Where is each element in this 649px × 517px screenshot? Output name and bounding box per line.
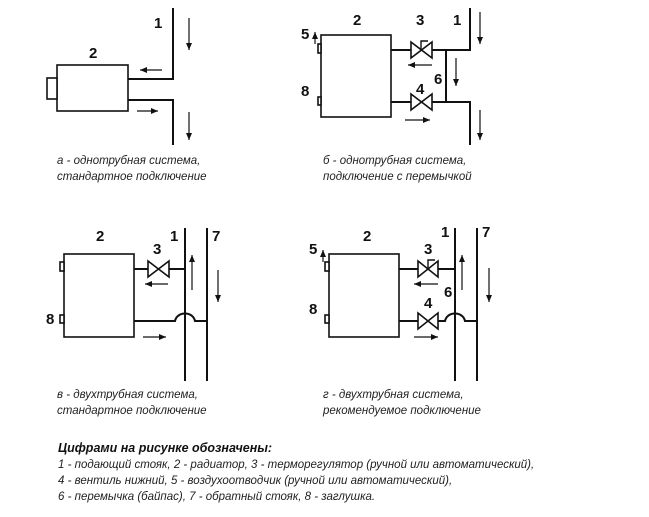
- legend-line: 1 - подающий стояк, 2 - радиатор, 3 - те…: [58, 459, 534, 471]
- label-2: 2: [353, 12, 361, 29]
- air-vent: [324, 261, 330, 272]
- label-5: 5: [309, 241, 317, 258]
- label-2: 2: [89, 45, 97, 62]
- diagram-b-single-pipe-bypass: 5 2 3 1 6 8 4 б - однотрубная система, п…: [301, 8, 483, 183]
- label-2: 2: [96, 228, 104, 245]
- return-branch: [134, 312, 207, 322]
- caption-line-1: г - двухтрубная система,: [323, 389, 464, 401]
- label-6: 6: [444, 284, 452, 301]
- label-5: 5: [301, 26, 309, 43]
- caption-line-1: а - однотрубная система,: [57, 155, 200, 167]
- legend: Цифрами на рисунке обозначены: 1 - подаю…: [58, 441, 534, 503]
- radiator-cap: [46, 77, 58, 100]
- label-4: 4: [424, 295, 433, 312]
- radiator-cap: [317, 96, 322, 106]
- radiator: [320, 34, 392, 118]
- caption-line-1: в - двухтрубная система,: [57, 389, 198, 401]
- shutoff-valve: [410, 92, 433, 112]
- radiator: [56, 64, 129, 112]
- thermostatic-valve: [147, 259, 170, 279]
- shutoff-valve: [417, 311, 439, 331]
- caption-line-2: стандартное подключение: [57, 171, 207, 183]
- label-1: 1: [441, 224, 449, 241]
- legend-line: 6 - перемычка (байпас), 7 - обратный сто…: [58, 491, 375, 503]
- return-pipe: [128, 99, 174, 145]
- air-vent: [317, 43, 322, 54]
- label-7: 7: [212, 228, 220, 245]
- label-3: 3: [153, 241, 161, 258]
- diagram-d-two-pipe-recommended: 2 3 1 7 5 8 6 4 г - двухтрубная система,…: [309, 224, 492, 417]
- radiator-cap: [324, 314, 330, 324]
- label-6: 6: [434, 71, 442, 88]
- label-1: 1: [154, 15, 162, 32]
- caption-line-1: б - однотрубная система,: [323, 155, 466, 167]
- label-1: 1: [170, 228, 178, 245]
- label-8: 8: [309, 301, 317, 318]
- label-8: 8: [46, 311, 54, 328]
- diagram-c-two-pipe-standard: 2 3 1 7 8 в - двухтрубная система, станд…: [46, 228, 221, 417]
- label-3: 3: [424, 241, 432, 258]
- radiator: [63, 253, 135, 338]
- return-branch: [399, 312, 477, 322]
- caption-line-2: подключение с перемычкой: [323, 171, 472, 183]
- radiator: [328, 253, 400, 338]
- diagram-a-single-pipe-standard: 1 2 а - однотрубная система, стандартное…: [46, 8, 207, 183]
- legend-title: Цифрами на рисунке обозначены:: [58, 441, 272, 455]
- label-7: 7: [482, 224, 490, 241]
- thermostat-head: [420, 40, 428, 50]
- legend-line: 4 - вентиль нижний, 5 - воздухоотводчик …: [58, 475, 452, 487]
- label-8: 8: [301, 83, 309, 100]
- caption-line-2: рекомендуемое подключение: [322, 405, 481, 417]
- thermostat-head: [427, 259, 435, 269]
- label-1: 1: [453, 12, 461, 29]
- caption-line-2: стандартное подключение: [57, 405, 207, 417]
- radiator-cap: [59, 314, 65, 324]
- radiator-cap: [59, 261, 65, 272]
- label-2: 2: [363, 228, 371, 245]
- label-4: 4: [416, 81, 425, 98]
- supply-pipe: [128, 8, 174, 80]
- label-3: 3: [416, 12, 424, 29]
